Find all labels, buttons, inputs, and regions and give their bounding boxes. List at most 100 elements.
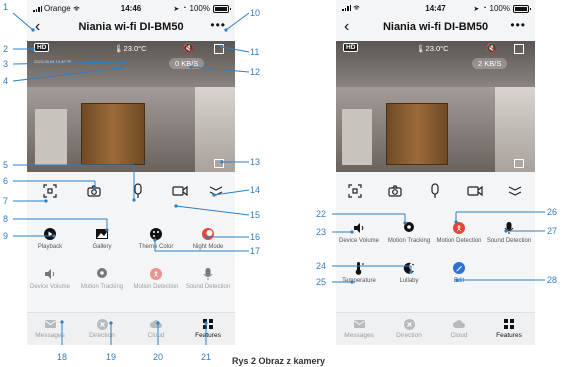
feature-gallery[interactable]: Gallery: [79, 226, 125, 251]
callout-28: 28: [547, 275, 558, 285]
video-camera-icon: [172, 185, 188, 197]
tab-direction[interactable]: Direction: [79, 318, 125, 339]
cloud-icon: [453, 318, 465, 330]
feature-playback[interactable]: Playback: [27, 226, 73, 251]
envelope-icon: [353, 318, 365, 330]
envelope-icon: [44, 318, 56, 330]
bitrate-readout: 2 KB/S: [472, 58, 508, 69]
hd-quality-button[interactable]: HD: [34, 43, 50, 52]
callout-3: 3: [3, 59, 9, 69]
status-bar: Orange 14:46 ➤ ◔ 100%: [27, 2, 235, 16]
camera-preview[interactable]: HD 2023-08-04 14:46:36 🌡23.0°C 🔇 0 KB/S: [27, 41, 235, 172]
feature-motion-detection[interactable]: Motion Detection: [436, 220, 482, 245]
alarm-icon: ◔: [482, 5, 487, 12]
temperature-readout: 🌡23.0°C: [114, 44, 147, 53]
callout-9: 9: [3, 231, 9, 241]
control-bar: [336, 182, 535, 204]
speaker-icon: [42, 266, 58, 282]
feature-lullaby[interactable]: Lullaby: [386, 260, 432, 285]
collapse-button[interactable]: [506, 182, 524, 200]
tab-bar: Messages Direction Cloud Features: [27, 312, 235, 345]
feature-motion-tracking[interactable]: Motion Tracking: [386, 220, 432, 245]
alarm-icon: ◔: [182, 5, 187, 12]
back-button[interactable]: ‹: [344, 18, 350, 35]
callout-11: 11: [250, 47, 260, 57]
feature-motion-detection[interactable]: Motion Detection: [133, 266, 179, 291]
thermometer-icon: [351, 260, 367, 276]
snapshot-button[interactable]: [85, 182, 103, 200]
screenshot-button[interactable]: [41, 182, 59, 200]
tab-direction[interactable]: Direction: [386, 318, 432, 339]
feature-theme-color[interactable]: Theme Color: [133, 226, 179, 251]
hd-quality-button[interactable]: HD: [343, 43, 359, 52]
camera-icon: [388, 185, 402, 197]
thermometer-icon: 🌡: [416, 44, 426, 53]
talk-button[interactable]: [426, 182, 444, 200]
callout-26: 26: [547, 207, 558, 217]
nav-bar: ‹ Niania wi-fi DI-BM50 •••: [27, 18, 235, 40]
screenshot-button[interactable]: [346, 182, 364, 200]
feature-device-volume[interactable]: Device Volume: [27, 266, 73, 291]
microphone-icon: [431, 183, 439, 198]
direction-pad-icon: [403, 318, 415, 330]
callout-16: 16: [250, 232, 261, 242]
collapse-button[interactable]: [207, 182, 225, 200]
feature-temperature[interactable]: Temperature: [336, 260, 382, 285]
temperature-readout: 🌡23.0°C: [416, 44, 449, 53]
carrier-name: Orange: [44, 4, 71, 13]
feature-sound-detection[interactable]: Sound Detection: [185, 266, 231, 291]
camera-preview[interactable]: HD 🌡23.0°C 🔇 2 KB/S: [336, 41, 535, 172]
feature-sound-detection[interactable]: Sound Detection: [486, 220, 532, 245]
back-button[interactable]: ‹: [35, 18, 41, 35]
status-time: 14:46: [120, 4, 142, 13]
feature-night-mode[interactable]: Night Mode: [185, 226, 231, 251]
record-button[interactable]: [171, 182, 189, 200]
callout-18: 18: [57, 352, 68, 362]
tab-features[interactable]: Features: [486, 318, 532, 339]
tab-messages[interactable]: Messages: [27, 318, 73, 339]
camera-timestamp: 2023-08-04 14:46:36: [34, 59, 72, 64]
callout-5: 5: [3, 160, 9, 170]
screenshot-icon: [348, 184, 362, 198]
battery-percent: 100%: [489, 4, 510, 13]
tab-cloud[interactable]: Cloud: [133, 318, 179, 339]
microphone-icon: [501, 220, 517, 236]
speaker-icon: [351, 220, 367, 236]
picture-in-picture-icon[interactable]: [514, 159, 524, 168]
feature-device-volume[interactable]: Device Volume: [336, 220, 382, 245]
snapshot-button[interactable]: [386, 182, 404, 200]
more-options-button[interactable]: •••: [210, 18, 226, 32]
callout-1: 1: [3, 2, 9, 12]
location-arrow-icon: ➤: [173, 5, 180, 13]
video-camera-icon: [467, 185, 483, 197]
feature-motion-tracking[interactable]: Motion Tracking: [79, 266, 125, 291]
wardrobe: [386, 103, 448, 165]
double-chevron-down-icon: [508, 186, 522, 196]
tab-messages[interactable]: Messages: [336, 318, 382, 339]
screen-layout-icon[interactable]: [214, 44, 224, 54]
double-chevron-down-icon: [209, 186, 223, 196]
callout-22: 22: [316, 209, 327, 219]
talk-button[interactable]: [129, 182, 147, 200]
callout-8: 8: [3, 214, 9, 224]
record-button[interactable]: [466, 182, 484, 200]
screen-layout-icon[interactable]: [514, 44, 524, 54]
callout-7: 7: [3, 196, 9, 206]
microphone-icon: [200, 266, 216, 282]
mute-icon[interactable]: 🔇: [183, 43, 195, 53]
tab-cloud[interactable]: Cloud: [436, 318, 482, 339]
callout-24: 24: [316, 261, 327, 271]
figure-caption: Rys 2 Obraz z kamery: [232, 356, 326, 366]
more-options-button[interactable]: •••: [510, 18, 526, 32]
picture-in-picture-icon[interactable]: [214, 159, 224, 168]
pencil-icon: [451, 260, 467, 276]
bitrate-readout: 0 KB/S: [169, 58, 205, 69]
cloud-icon: [150, 318, 162, 330]
callout-17: 17: [250, 246, 261, 256]
callout-27: 27: [547, 226, 558, 236]
feature-edit[interactable]: Edit: [436, 260, 482, 285]
image-icon: [94, 226, 110, 242]
mute-icon[interactable]: 🔇: [486, 43, 498, 53]
wifi-icon: [73, 5, 80, 11]
tab-features[interactable]: Features: [185, 318, 231, 339]
